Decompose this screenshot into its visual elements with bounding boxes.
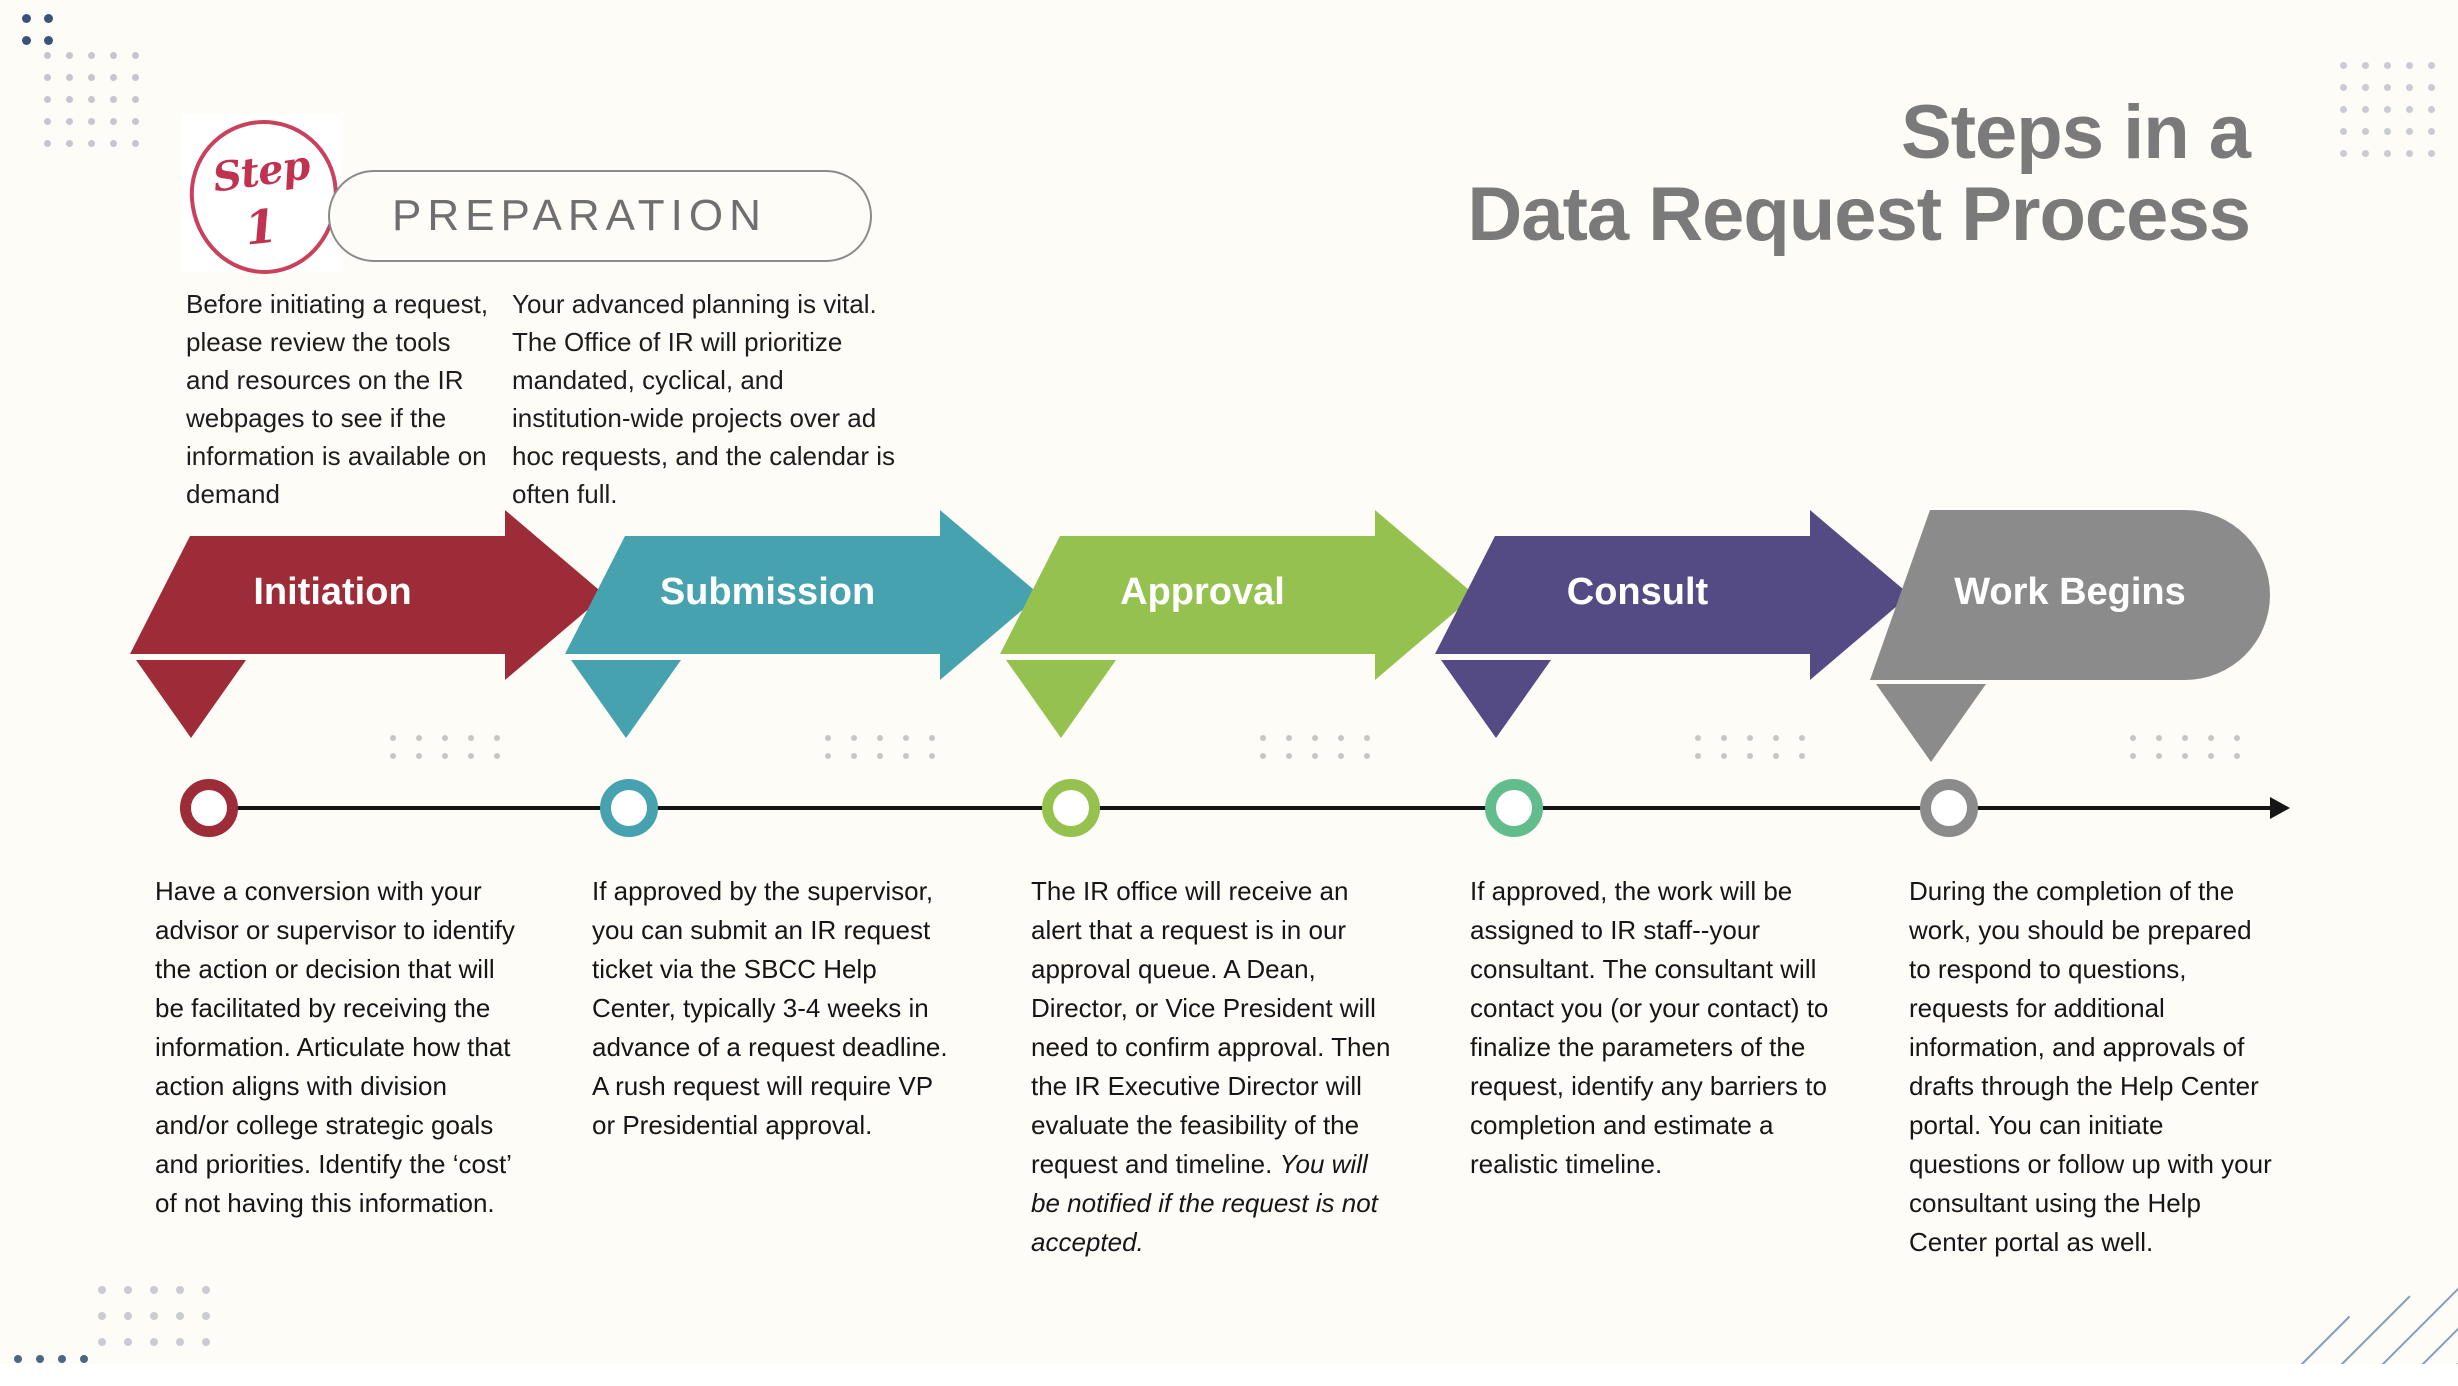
arrow-shape bbox=[130, 510, 605, 738]
process-arrow-submission[interactable]: Submission bbox=[565, 510, 1040, 770]
step-description-work-begins: During the completion of the work, you s… bbox=[1909, 876, 2272, 1257]
step-description-initiation: Have a conversion with your advisor or s… bbox=[155, 876, 515, 1218]
timeline-node-work-begins[interactable] bbox=[1920, 779, 1978, 837]
timeline-node-approval[interactable] bbox=[1042, 779, 1100, 837]
process-arrow-approval[interactable]: Approval bbox=[1000, 510, 1475, 770]
arrow-shape bbox=[1435, 510, 1910, 738]
step-description-consult: If approved, the work will be assigned t… bbox=[1470, 876, 1829, 1179]
arrow-shape bbox=[565, 510, 1040, 738]
process-arrow-work-begins[interactable]: Work Begins bbox=[1870, 510, 2270, 770]
step-description-submission: If approved by the supervisor, you can s… bbox=[592, 876, 948, 1140]
step-badge: Step 1 bbox=[182, 114, 344, 279]
arrow-tab bbox=[136, 660, 246, 738]
decor-dots-top-right-grid bbox=[2340, 62, 2450, 172]
timeline-axis bbox=[180, 806, 2275, 810]
decor-dots-bottom-left-row bbox=[14, 1355, 88, 1375]
arrow-shape bbox=[1000, 510, 1475, 738]
step-description-approval: The IR office will receive an alert that… bbox=[1031, 876, 1391, 1257]
arrow-shape bbox=[1870, 510, 2270, 762]
page-title: Steps in a Data Request Process bbox=[1330, 90, 2251, 258]
preparation-paragraph-left: Before initiating a request, please revi… bbox=[186, 289, 489, 509]
preparation-pill[interactable]: PREPARATION bbox=[328, 170, 872, 262]
timeline-node-submission[interactable] bbox=[600, 779, 658, 837]
arrow-tab bbox=[1876, 684, 1986, 762]
timeline-arrowhead-icon bbox=[2270, 797, 2290, 819]
decor-dots-bottom-left-grid bbox=[98, 1286, 228, 1356]
process-arrow-consult[interactable]: Consult bbox=[1435, 510, 1910, 770]
arrow-tab bbox=[571, 660, 681, 738]
page-title-line1: Steps in a bbox=[1901, 90, 2251, 175]
process-arrow-initiation[interactable]: Initiation bbox=[130, 510, 605, 770]
step-description-emphasis: You will be notified if the request is n… bbox=[1031, 1149, 1378, 1257]
arrow-tab bbox=[1006, 660, 1116, 738]
arrow-tab bbox=[1441, 660, 1551, 738]
timeline-node-initiation[interactable] bbox=[180, 779, 238, 837]
timeline-node-consult[interactable] bbox=[1485, 779, 1543, 837]
decor-dots-top-left-navy bbox=[22, 14, 92, 74]
page-title-line2: Data Request Process bbox=[1467, 172, 2251, 258]
bottom-strip bbox=[0, 1364, 2458, 1386]
preparation-paragraph-right: Your advanced planning is vital. The Off… bbox=[512, 289, 896, 509]
decor-dots-top-left-grid bbox=[44, 52, 154, 162]
preparation-label: PREPARATION bbox=[392, 191, 767, 240]
